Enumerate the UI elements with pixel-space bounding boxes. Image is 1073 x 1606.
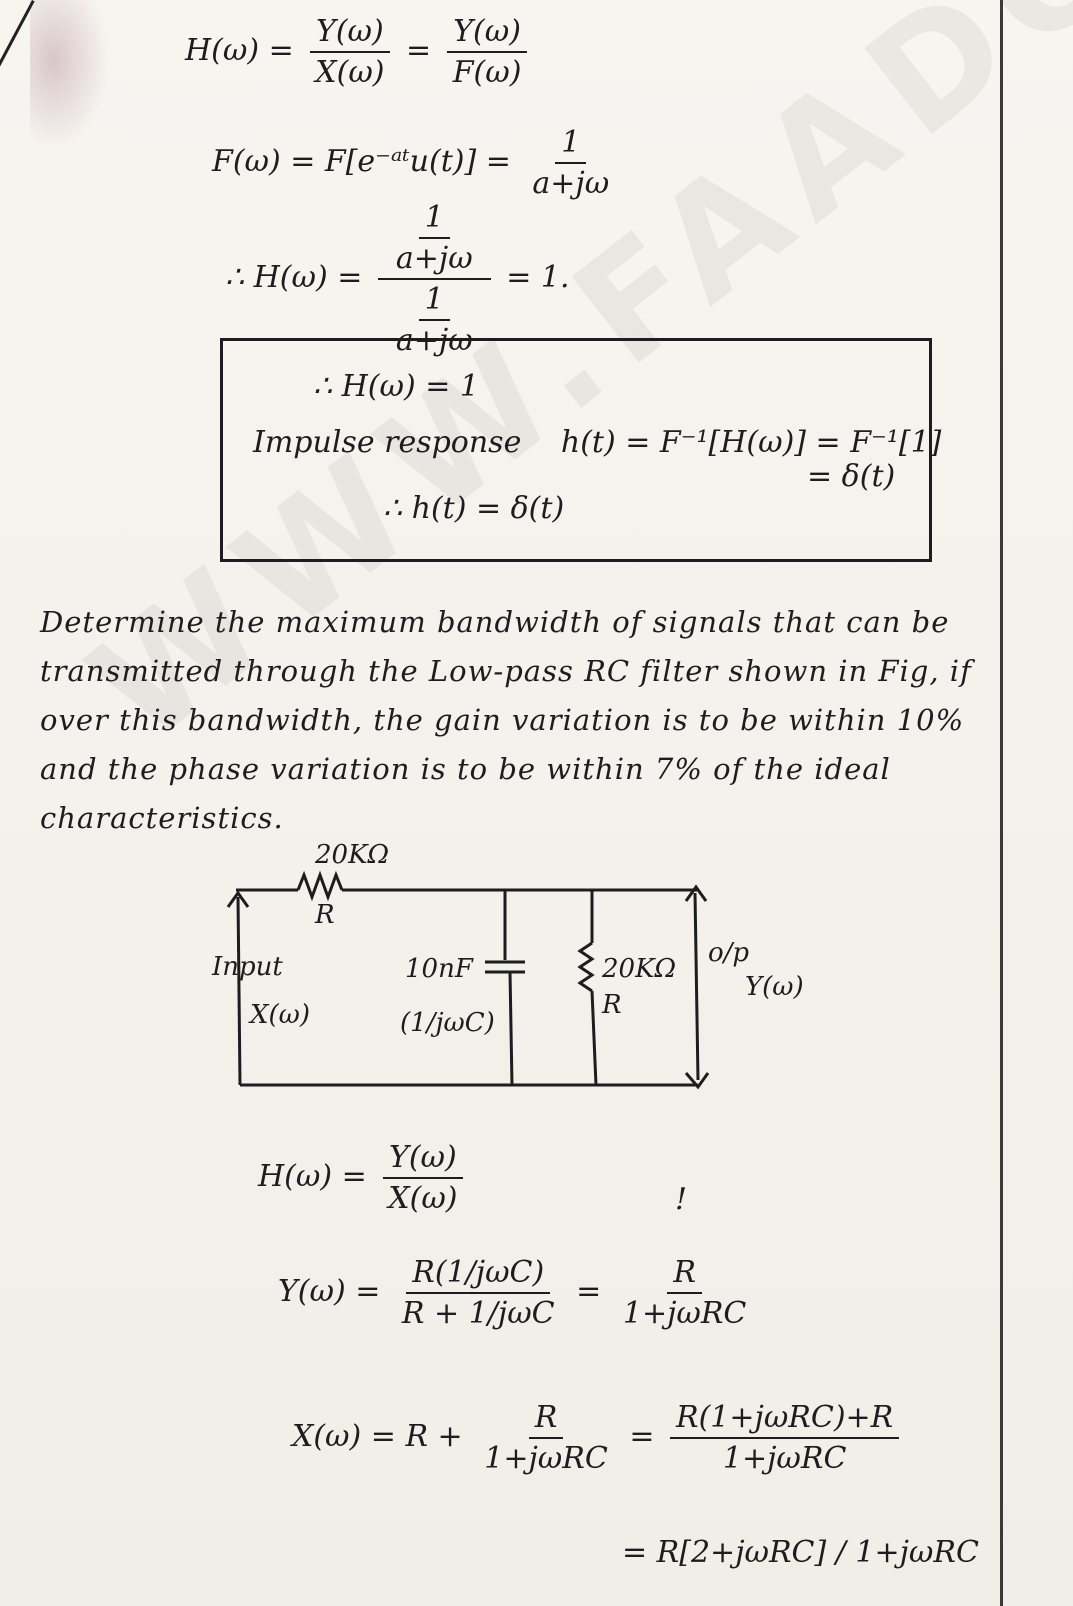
- x-den: 1+jωRC: [484, 1441, 608, 1476]
- x-equals: =: [629, 1419, 655, 1454]
- equation-transfer-function: H(ω) = Y(ω) X(ω) = Y(ω) F(ω): [185, 14, 533, 90]
- page-right-border: [1000, 0, 1003, 1606]
- h-fraction: Y(ω) X(ω): [382, 1140, 463, 1216]
- input-signal-label: X(ω): [248, 1000, 310, 1030]
- stray-mark: !: [675, 1182, 688, 1217]
- equation-x-final: = R[2+jωRC] / 1+jωRC: [622, 1535, 979, 1570]
- y-result-num: R: [667, 1255, 702, 1294]
- x-result-den: 1+jωRC: [722, 1441, 847, 1476]
- shunt-wire-bottom: [590, 990, 598, 1086]
- eq1-frac2-num: Y(ω): [447, 14, 527, 53]
- box-line-h-equals-1: ∴ H(ω) = 1: [313, 369, 479, 404]
- capacitor-impedance: (1/jωC): [400, 1008, 495, 1038]
- output-arrow-head: [684, 884, 708, 902]
- shunt-resistor-name: R: [601, 990, 622, 1020]
- impulse-response-label: Impulse response: [253, 425, 522, 460]
- eq1-fraction-1: Y(ω) X(ω): [309, 14, 390, 90]
- impulse-response-expr: h(t) = F⁻¹[H(ω)] = F⁻¹[1]: [560, 425, 942, 460]
- box-line-delta: = δ(t): [807, 459, 896, 494]
- shunt-resistor-value: 20KΩ: [601, 954, 676, 984]
- h-num: Y(ω): [383, 1140, 463, 1179]
- y-fraction: R(1/jωC) R + 1/jωC: [396, 1255, 561, 1331]
- eq3-rhs: = 1.: [506, 260, 570, 295]
- corner-smudge: [30, 0, 110, 150]
- eq1-frac2-den: F(ω): [452, 55, 522, 90]
- x-num: R: [528, 1400, 564, 1439]
- box-line-h-equals-delta: ∴ h(t) = δ(t): [383, 491, 565, 526]
- series-resistor: [296, 870, 344, 902]
- problem-statement: Determine the maximum bandwidth of signa…: [40, 605, 972, 835]
- x-result-num: R(1+jωRC)+R: [670, 1400, 900, 1439]
- y-num: R(1/jωC): [406, 1255, 551, 1294]
- eq3-lhs: ∴ H(ω) =: [225, 260, 363, 295]
- eq1-frac1-den: X(ω): [315, 55, 385, 90]
- eq1-frac1-num: Y(ω): [310, 14, 390, 53]
- equation-fourier-input: F(ω) = F[e⁻ᵃᵗu(t)] = 1 a+jω: [212, 125, 621, 201]
- equation-x-omega: X(ω) = R + R 1+jωRC = R(1+jωRC)+R 1+jωRC: [292, 1400, 905, 1476]
- output-arrow-line: [693, 892, 700, 1081]
- h-lhs: H(ω) =: [258, 1159, 367, 1194]
- x-lhs: X(ω) = R +: [292, 1419, 463, 1454]
- eq3-top-num: 1: [418, 200, 450, 239]
- result-box: ∴ H(ω) = 1 Impulse response h(t) = F⁻¹[H…: [220, 338, 941, 562]
- eq3-bottom-num: 1: [418, 282, 450, 321]
- eq2-text: F(ω) = F[e⁻ᵃᵗu(t)] =: [212, 144, 511, 179]
- eq2-frac-num: 1: [555, 125, 587, 164]
- series-resistor-value: 20KΩ: [314, 840, 389, 870]
- y-den: R + 1/jωC: [401, 1296, 555, 1331]
- eq3-compound-fraction: 1 a+jω 1 a+jω: [377, 200, 491, 358]
- output-label: o/p: [708, 938, 749, 968]
- x-result-fraction: R(1+jωRC)+R 1+jωRC: [670, 1400, 900, 1476]
- output-signal-label: Y(ω): [745, 972, 804, 1002]
- eq1-lhs: H(ω) =: [185, 33, 294, 68]
- equation-y-omega: Y(ω) = R(1/jωC) R + 1/jωC = R 1+jωRC: [278, 1255, 758, 1331]
- box-line-impulse: Impulse response h(t) = F⁻¹[H(ω)] = F⁻¹[…: [253, 425, 941, 460]
- eq3-top-den: a+jω: [395, 241, 473, 276]
- y-result-den: 1+jωRC: [622, 1296, 747, 1331]
- capacitor-value: 10nF: [405, 954, 474, 984]
- series-resistor-name: R: [314, 900, 335, 930]
- eq1-fraction-2: Y(ω) F(ω): [447, 14, 528, 90]
- equation-h-ratio: H(ω) = Y(ω) X(ω): [258, 1140, 470, 1216]
- input-label: Input: [211, 952, 283, 982]
- input-arrow-head: [226, 890, 250, 908]
- eq3-inner-frac-top: 1 a+jω: [390, 200, 479, 276]
- eq1-equals: =: [406, 33, 432, 68]
- equation-h-result: ∴ H(ω) = 1 a+jω 1 a+jω = 1.: [225, 200, 570, 358]
- input-arrow-line: [236, 896, 242, 1086]
- output-arrow-tail: [684, 1072, 710, 1090]
- y-lhs: Y(ω) =: [278, 1274, 381, 1309]
- eq3-numerator: 1 a+jω: [377, 200, 491, 280]
- y-result-fraction: R 1+jωRC: [617, 1255, 753, 1331]
- y-equals: =: [576, 1274, 602, 1309]
- eq2-fraction: 1 a+jω: [526, 125, 615, 201]
- shunt-resistor: [577, 941, 595, 993]
- eq2-frac-den: a+jω: [532, 166, 610, 201]
- h-den: X(ω): [388, 1181, 458, 1216]
- cap-wire-bottom: [508, 971, 514, 1086]
- rc-filter-circuit: 20KΩ R Input X(ω) 10nF (1/jωC) 20KΩ R o/…: [211, 840, 804, 1090]
- x-fraction: R 1+jωRC: [478, 1400, 614, 1476]
